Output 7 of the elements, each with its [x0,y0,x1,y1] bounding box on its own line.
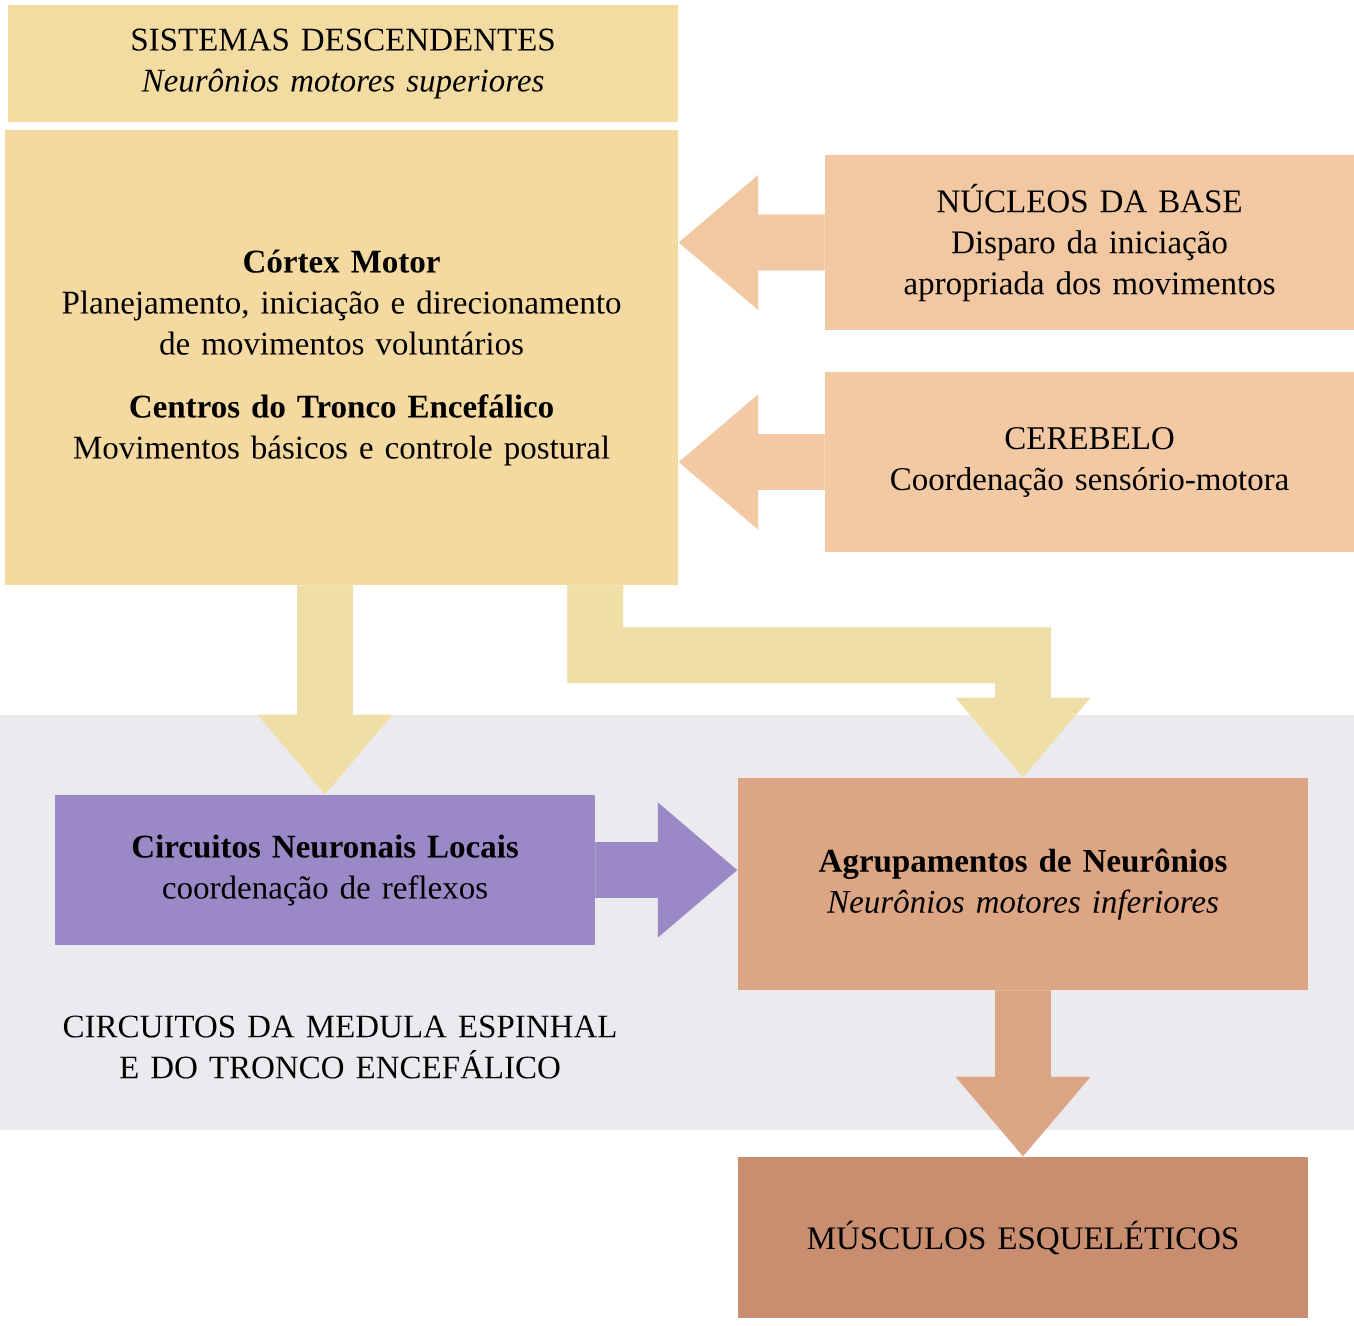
process-box: Córtex Motor Planejamento, iniciação e direcionamento de movimentos voluntários Centros do Tronco Encefálico Movimentos básicos e controle postural [5,130,678,585]
process-box: NÚCLEOS DA BASE Disparo da iniciação apropriada dos movimentos [825,155,1354,330]
header-band: SISTEMAS DESCENDENTES Neurônios motores superiores [8,5,678,122]
process-box: MÚSCULOS ESQUELÉTICOS [738,1157,1308,1318]
process-box: Agrupamentos de Neurônios Neurônios motores inferiores [738,778,1308,990]
process-box: CEREBELO Coordenação sensório-motora [825,372,1354,552]
process-box: Circuitos Neuronais Locais coordenação de reflexos [55,795,595,945]
